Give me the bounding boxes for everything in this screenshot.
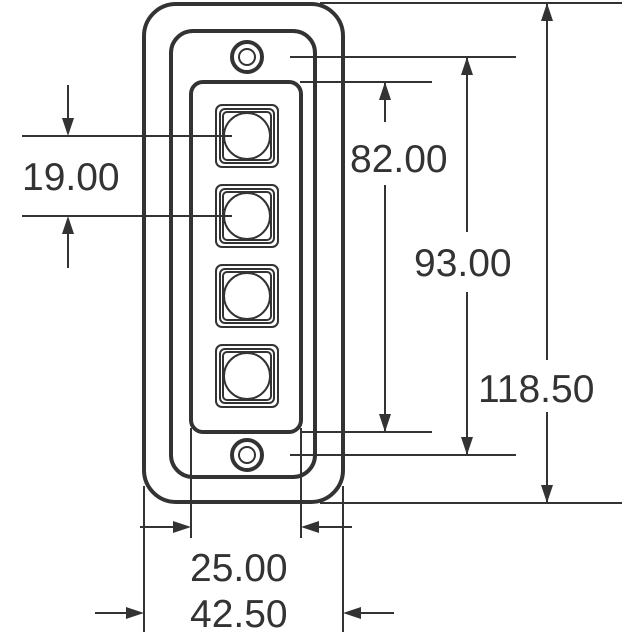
outer-bezel	[142, 2, 345, 504]
dim-inner-width: 25.00	[190, 547, 288, 590]
mounting-plate	[169, 29, 317, 479]
dim-overall-height: 118.50	[478, 368, 594, 411]
dim-hole-spacing: 93.00	[414, 242, 512, 285]
dim-button-pitch: 19.00	[22, 156, 120, 199]
keypad-button	[215, 264, 279, 328]
top-screw-hole	[230, 40, 264, 74]
keypad-panel	[189, 80, 303, 434]
dim-inner-height: 82.00	[350, 138, 448, 181]
dim-overall-width: 42.50	[190, 593, 288, 636]
keypad-button	[215, 344, 279, 408]
bottom-screw-hole	[230, 438, 264, 472]
keypad-button	[215, 184, 279, 248]
